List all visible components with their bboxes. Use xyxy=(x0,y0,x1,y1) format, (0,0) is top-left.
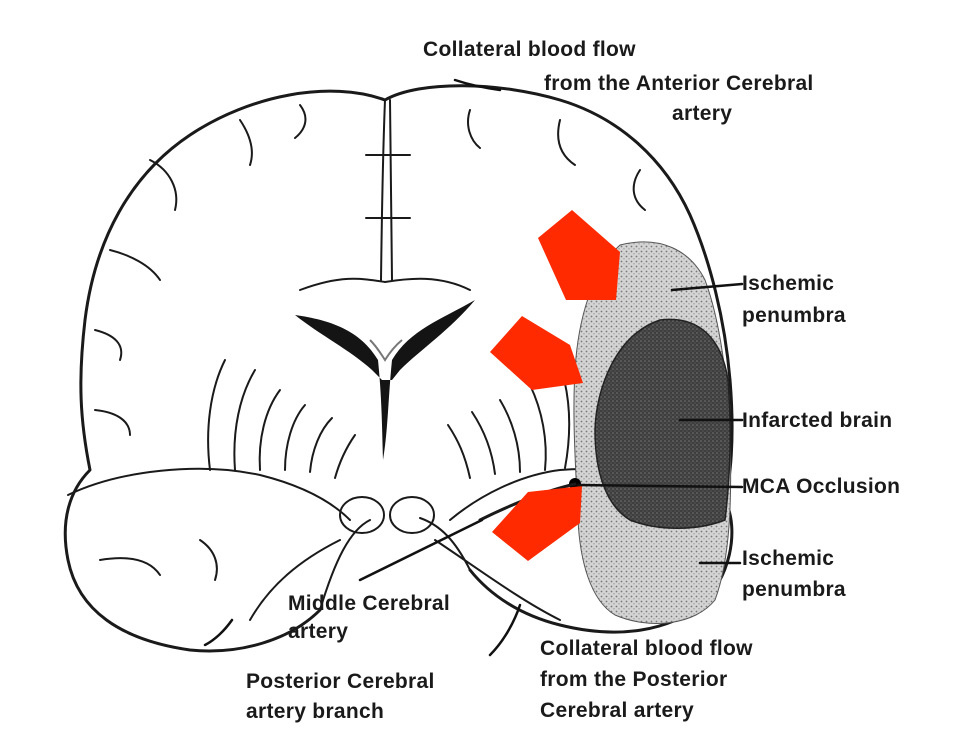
label-ischemic-penumbra-bottom-2: penumbra xyxy=(742,578,846,601)
label-collateral-pca-2: from the Posterior xyxy=(540,668,727,691)
red-arrow-icon xyxy=(538,210,620,300)
ventricles xyxy=(295,300,475,460)
label-ischemic-penumbra-top-1: Ischemic xyxy=(742,272,834,295)
label-posterior-cerebral-1: Posterior Cerebral xyxy=(246,670,435,693)
label-collateral-aca-line3: artery xyxy=(672,102,732,125)
label-collateral-aca-line2: from the Anterior Cerebral xyxy=(544,72,814,95)
penetrating-vessels xyxy=(208,360,569,478)
label-posterior-cerebral-2: artery branch xyxy=(246,700,384,723)
red-arrow-icon xyxy=(492,486,582,561)
label-collateral-pca-1: Collateral blood flow xyxy=(540,637,753,660)
red-arrow-icon xyxy=(490,316,583,390)
label-middle-cerebral-1: Middle Cerebral xyxy=(288,592,450,615)
label-collateral-aca-line1: Collateral blood flow xyxy=(423,38,636,61)
label-ischemic-penumbra-bottom-1: Ischemic xyxy=(742,547,834,570)
label-mca-occlusion: MCA Occlusion xyxy=(742,475,900,498)
label-middle-cerebral-2: artery xyxy=(288,620,348,643)
label-infarcted-brain: Infarcted brain xyxy=(742,409,892,432)
label-collateral-pca-3: Cerebral artery xyxy=(540,699,694,722)
label-ischemic-penumbra-top-2: penumbra xyxy=(742,304,846,327)
